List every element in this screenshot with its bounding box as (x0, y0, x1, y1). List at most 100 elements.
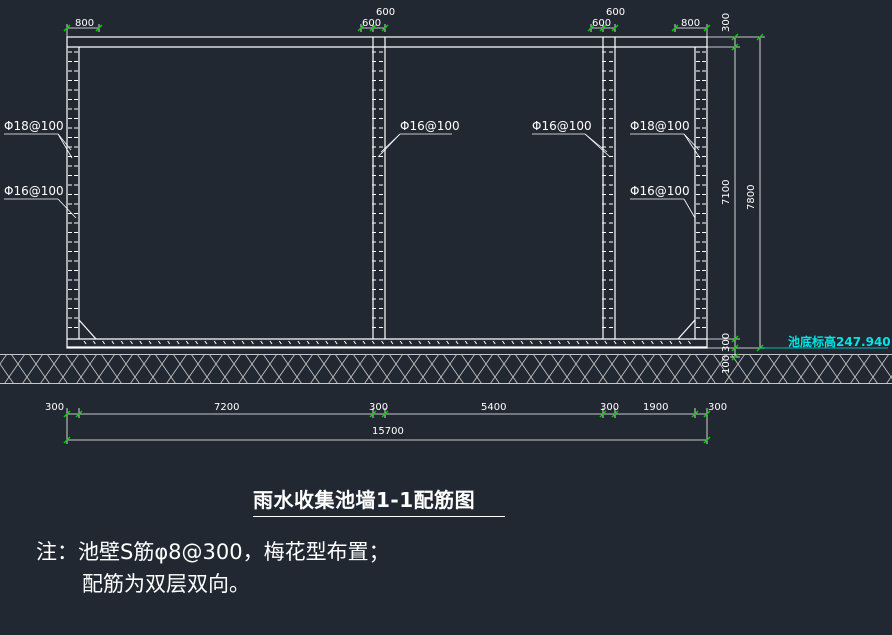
dim-bottom-total: 15700 (372, 426, 404, 437)
rebar-tick (669, 340, 673, 345)
rebar-tick (288, 340, 292, 345)
rebar-tick (278, 340, 282, 345)
rebar-tick (353, 340, 357, 345)
rebar-tick (316, 340, 319, 345)
rebar-tick (585, 340, 589, 345)
rebar-tick (464, 340, 468, 345)
rebar-tick (436, 340, 440, 345)
rebar-tick (83, 340, 87, 345)
dim-top-slab: 300 (721, 13, 732, 32)
rebar-tick (139, 340, 143, 345)
tank-outline (66, 36, 708, 349)
rebar-tick (678, 340, 682, 345)
dim-bottom-seg-4: 5400 (481, 402, 506, 413)
rebar-tick (204, 340, 208, 345)
bottom-dimension-text: 300 7200 300 5400 300 1900 300 15700 (45, 402, 727, 437)
rebar-tick (660, 340, 664, 345)
rebar-tick (130, 340, 133, 345)
rebar-tick (297, 340, 301, 345)
rebar-tick (213, 340, 217, 345)
right-dimension-text: 300 7100 7800 300 100 (721, 13, 757, 374)
rebar-tick (399, 340, 403, 345)
drawing-title: 雨水收集池墙1-1配筋图 (253, 488, 476, 512)
rebar-tick (446, 340, 450, 345)
rebar-tick (306, 340, 310, 345)
rebar-tick (241, 340, 245, 345)
rebar-tick (325, 340, 329, 345)
rebar-label-left-inner: Φ16@100 (4, 184, 64, 198)
rebar-tick (502, 340, 505, 345)
rebar-tick (613, 340, 617, 345)
rebar-label-right-inner: Φ16@100 (630, 184, 690, 198)
rebar-tick (604, 340, 608, 345)
rebar-ticks (68, 51, 706, 345)
rebar-tick (260, 340, 264, 345)
rebar-tick (362, 340, 366, 345)
dim-wall2-b: 600 (376, 7, 395, 18)
dim-total-height: 7800 (746, 185, 757, 210)
rebar-tick (427, 340, 431, 345)
bottom-dimension-ticks (63, 410, 711, 444)
dim-inner-height: 7100 (721, 180, 732, 205)
rebar-tick (474, 340, 478, 345)
rebar-labels: Φ18@100 Φ16@100 Φ16@100 Φ16@100 Φ18@100 … (4, 119, 690, 198)
note-line-2: 配筋为双层双向。 (82, 572, 250, 596)
dim-wall3-b: 600 (606, 7, 625, 18)
rebar-tick (483, 340, 487, 345)
top-dimension-text: 800 600 600 600 600 800 (75, 7, 700, 29)
rebar-label-right-outer: Φ18@100 (630, 119, 690, 133)
rebar-tick (576, 340, 580, 345)
rebar-tick (157, 340, 161, 345)
rebar-tick (539, 340, 543, 345)
rebar-tick (390, 340, 394, 345)
rebar-tick (371, 340, 375, 345)
dim-bottom-seg-2: 7200 (214, 402, 239, 413)
rebar-tick (334, 340, 338, 345)
rebar-tick (232, 340, 236, 345)
dim-bottom-slab: 300 (721, 333, 732, 352)
rebar-label-left-outer: Φ18@100 (4, 119, 64, 133)
rebar-tick (632, 340, 636, 345)
rebar-tick (595, 340, 598, 345)
rebar-label-wall2: Φ16@100 (400, 119, 460, 133)
dim-bottom-seg-5: 300 (600, 402, 619, 413)
rebar-tick (548, 340, 552, 345)
elevation-label: 池底标高247.940 (788, 334, 891, 349)
rebar-tick (567, 340, 571, 345)
title-underline (253, 516, 505, 517)
top-dimension-ticks (63, 24, 711, 32)
rebar-tick (409, 340, 412, 345)
rebar-tick (176, 340, 180, 345)
dim-wall2-a: 600 (362, 18, 381, 29)
rebar-tick (269, 340, 273, 345)
rebar-tick (557, 340, 561, 345)
rebar-tick (148, 340, 152, 345)
rebar-tick (511, 340, 515, 345)
rebar-tick (455, 340, 459, 345)
dim-bottom-seg-6: 1900 (643, 402, 668, 413)
rebar-tick (223, 340, 226, 345)
note-line-1: 注：池壁S筋φ8@300，梅花型布置； (36, 540, 390, 564)
dim-right-haunch: 800 (681, 18, 700, 29)
rebar-tick (250, 340, 254, 345)
rebar-tick (529, 340, 533, 345)
rebar-tick (343, 340, 347, 345)
dim-left-haunch: 800 (75, 18, 94, 29)
rebar-label-wall3: Φ16@100 (532, 119, 592, 133)
rebar-tick (688, 340, 691, 345)
rebar-tick (102, 340, 106, 345)
rebar-tick (650, 340, 654, 345)
dim-bottom-seg-7: 300 (708, 402, 727, 413)
soil-hatch (0, 355, 892, 383)
rebar-tick (167, 340, 171, 345)
rebar-tick (418, 340, 422, 345)
rebar-tick (641, 340, 645, 345)
rebar-tick (622, 340, 626, 345)
rebar-tick (195, 340, 199, 345)
rebar-tick (520, 340, 524, 345)
rebar-leaders (4, 133, 701, 219)
rebar-tick (92, 340, 96, 345)
rebar-tick (185, 340, 189, 345)
dim-bottom-seg-1: 300 (45, 402, 64, 413)
